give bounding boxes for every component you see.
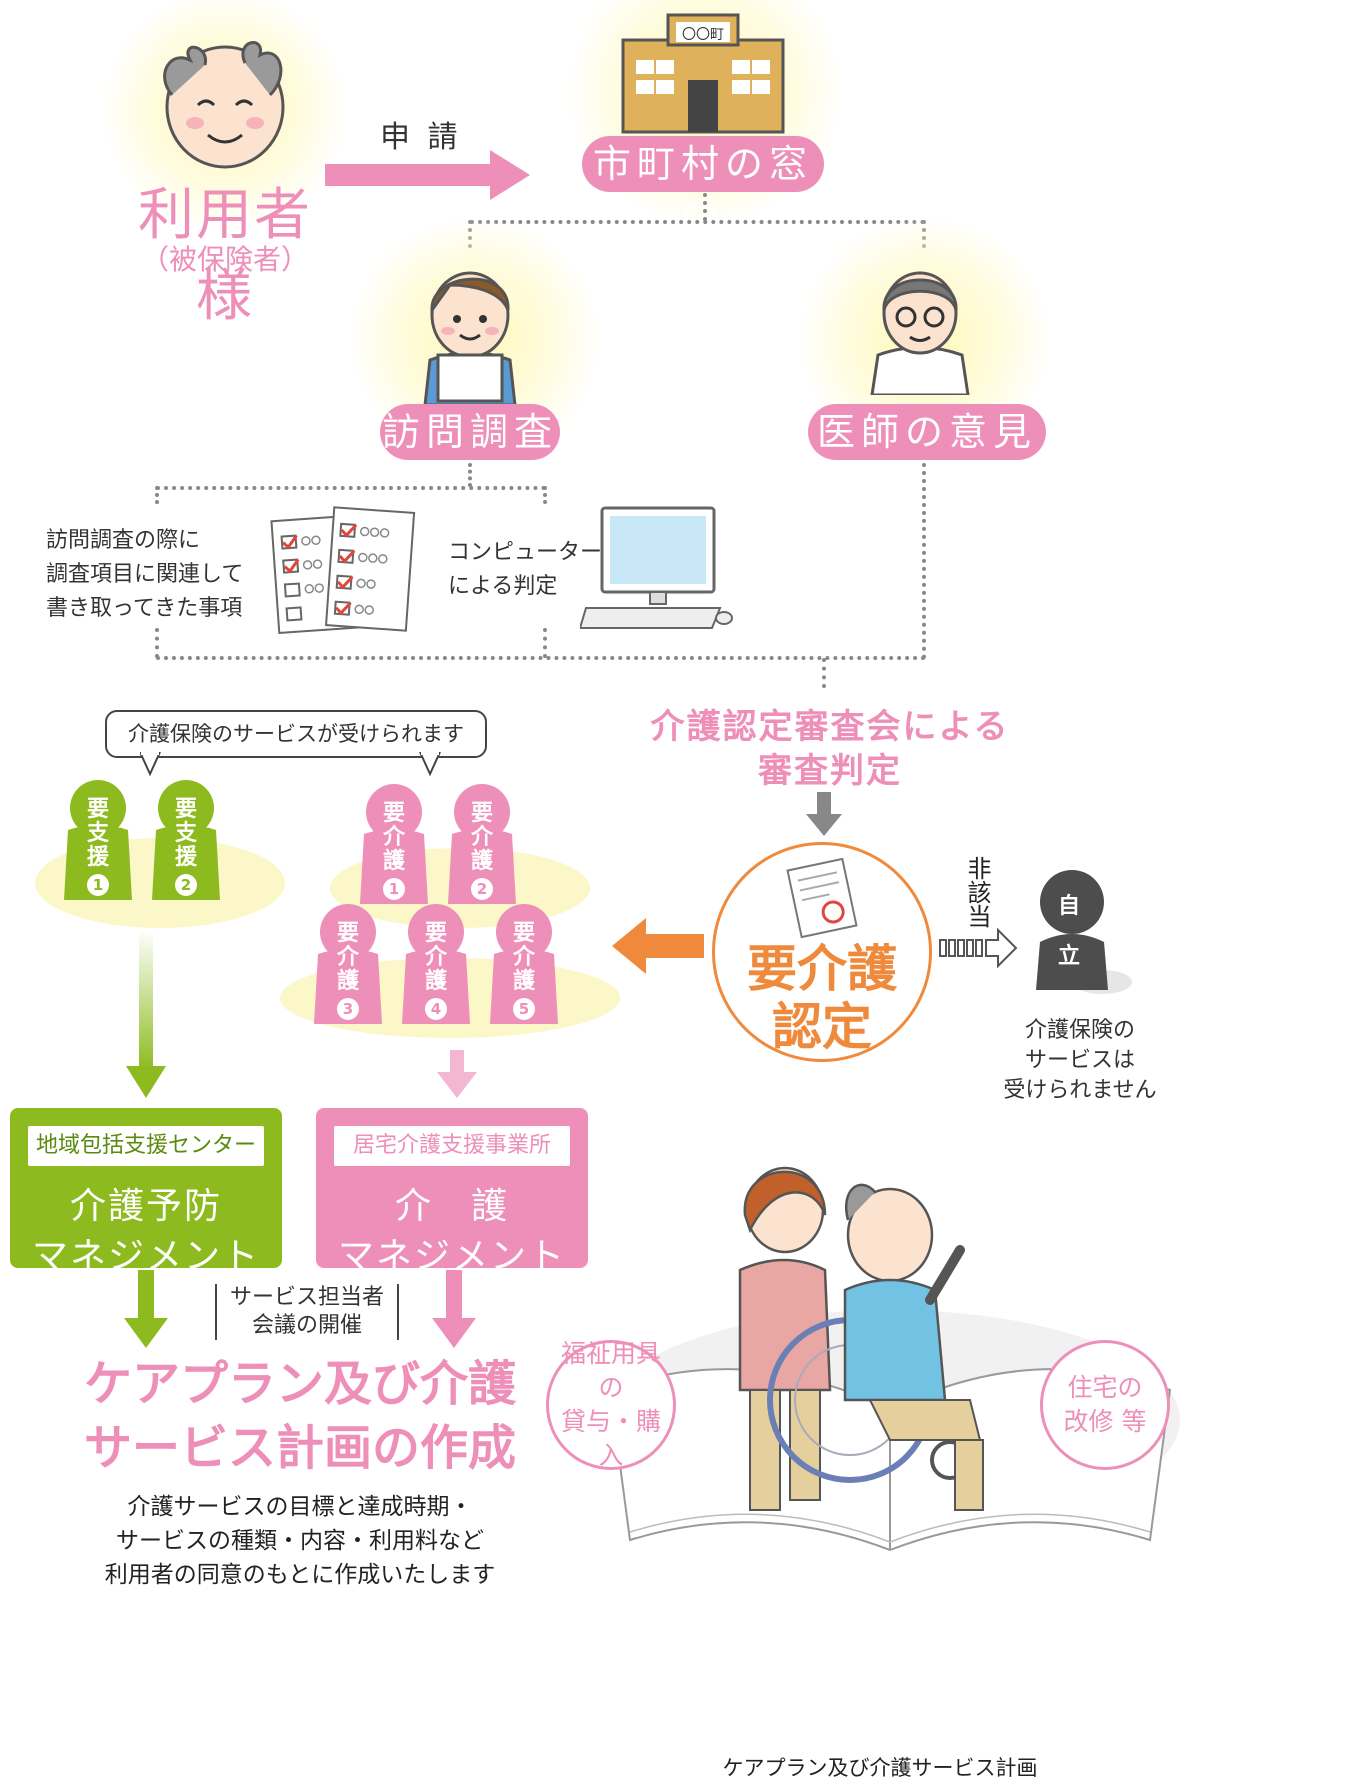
meeting-line: サービス担当者 [229,1285,384,1310]
support-level-2-label: 要支援 2 [174,797,197,896]
survey-note-line: 訪問調査の際に [46,528,201,553]
non-applicable-note: 介護保険の サービスは 受けられません [995,1016,1165,1106]
independent-char-1: 自 [1058,894,1081,919]
care-level-5-label: 要介護 5 [512,921,535,1020]
office-box-tag: 居宅介護支援事業所 [334,1126,570,1166]
connector [155,486,159,504]
care-level-4-label: 要介護 4 [424,921,447,1020]
certification-line: 認定 [772,998,872,1056]
care-level-2-figure [442,784,526,908]
care-level-5-figure [484,904,568,1028]
visit-label: 訪問調査 [380,404,560,460]
center-box-tag: 地域包括支援センター [28,1126,264,1166]
care-level-4-figure [396,904,480,1028]
checklist-icon [270,500,420,644]
non-applicable-note-line: サービスは [1024,1048,1135,1073]
user-label: 利用者様 [138,183,312,329]
connector [543,628,547,658]
plan-description-line: 利用者の同意のもとに作成いたします [104,1562,496,1588]
connector [156,486,546,490]
support-level-1-figure [58,780,142,904]
care-level-1-label: 要介護 1 [382,801,405,900]
survey-note: 訪問調査の際に 調査項目に関連して 書き取ってきた事項 [46,524,243,626]
meeting-note: サービス担当者 会議の開催 [215,1284,399,1340]
plan-title-line: ケアプラン及び介護 [83,1356,516,1412]
connector [543,486,547,504]
plan-description-line: サービスの種類・内容・利用料など [116,1528,484,1554]
computer-note-line: による判定 [448,574,558,599]
computer-note: コンピューター による判定 [448,536,602,604]
welfare-equipment-badge: 福祉用具の 貸与・購入 [546,1339,676,1470]
connector [822,658,826,688]
green-arrow-down [124,1270,168,1354]
doctor-label: 医師の意見書 [808,404,1046,510]
connector [156,656,926,660]
town-office-icon [618,10,788,139]
plan-description: 介護サービスの目標と達成時期・ サービスの種類・内容・利用料など 利用者の同意の… [40,1490,560,1592]
office-box-title: 介 護 マネジメント [337,1186,566,1277]
support-level-2-figure [146,780,230,904]
plan-description-line: 介護サービスの目標と達成時期・ [127,1494,473,1520]
non-applicable-label: 非該当 [963,856,991,928]
center-box-title: 介護予防 マネジメント [31,1186,260,1277]
care-level-3-label: 要介護 3 [336,921,359,1020]
pink-arrow-down [432,1270,476,1354]
services-bubble: 介護保険のサービスが受けられます [105,710,487,758]
hollow-arrow-icon [938,927,1018,972]
office-sign: 〇〇町 [682,27,724,43]
connector [470,220,925,224]
care-level-2-label: 要介護 2 [470,801,493,900]
care-level-3-figure [308,904,392,1028]
user-sub-label: （被保険者） [140,243,309,276]
non-applicable-note-line: 介護保険の [1024,1018,1135,1043]
survey-note-line: 書き取ってきた事項 [46,596,243,621]
computer-note-line: コンピューター [448,540,603,565]
doctor-icon [860,255,980,399]
connector [468,463,472,487]
down-arrow-icon [806,792,842,840]
elderly-man-icon [150,25,300,179]
care-management-box: 居宅介護支援事業所 介 護 マネジメント [316,1108,588,1277]
independent-person-icon [1022,860,1132,1004]
housing-renovation-badge: 住宅の 改修 等 [1040,1340,1170,1470]
plan-title: ケアプラン及び介護 サービス計画の作成 [40,1352,560,1480]
survey-note-line: 調査項目に関連して [46,562,244,587]
left-arrow-icon [612,918,704,978]
meeting-line: 会議の開催 [251,1313,362,1338]
support-level-1-label: 要支援 1 [86,797,109,896]
review-line: 審査判定 [758,751,902,791]
care-level-1-figure [354,784,438,908]
review-line: 介護認定審査会による [650,707,1010,747]
office-label: 市町村の窓口 [582,136,824,242]
certification-label: 要介護 認定 [712,940,932,1056]
plan-title-line: サービス計画の作成 [83,1420,516,1476]
apply-arrow [325,150,535,204]
non-applicable-note-line: 受けられません [1003,1078,1157,1103]
connector [703,193,707,221]
computer-icon [578,504,740,638]
book-caption: ケアプラン及び介護サービス計画 [722,1756,1038,1780]
connector [155,628,159,658]
prevention-management-box: 地域包括支援センター 介護予防 マネジメント [10,1108,282,1277]
care-plan-book-illustration [590,1140,1190,1564]
certification-line: 要介護 [747,940,897,998]
surveyor-icon [410,255,530,409]
pink-arrow [437,1050,477,1104]
apply-label: 申 請 [380,120,462,155]
review-label: 介護認定審査会による 審査判定 [640,705,1020,793]
certificate-icon [782,857,862,942]
bubble-tail [139,751,450,780]
green-arrow [126,930,166,1104]
connector [922,463,926,659]
independent-char-2: 立 [1058,944,1081,969]
